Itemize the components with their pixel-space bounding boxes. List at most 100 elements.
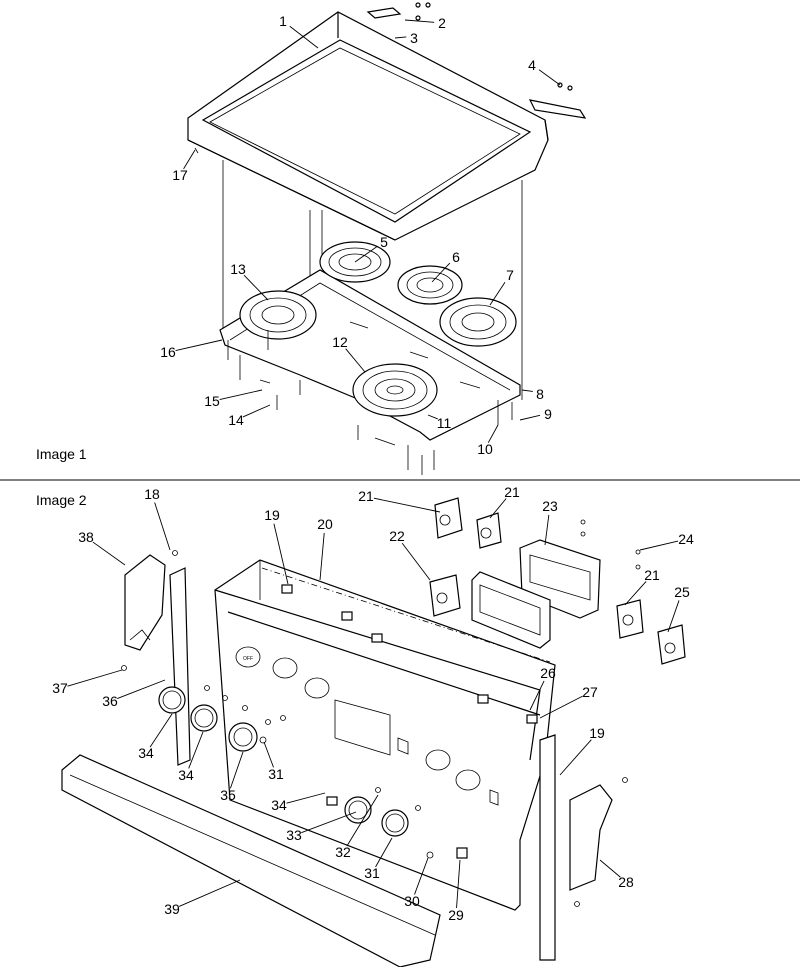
cooktop-glass xyxy=(187,11,549,241)
image2-callout-39: 39 xyxy=(164,901,180,917)
switch-21-b xyxy=(476,512,502,549)
image2-leader-28 xyxy=(599,859,621,878)
fasteners-1 xyxy=(194,147,513,475)
image2-leader-26 xyxy=(529,680,545,711)
knob-34-c[interactable] xyxy=(344,796,372,824)
image2-callout-34: 34 xyxy=(178,767,194,783)
image2-leader-32 xyxy=(346,794,379,847)
image1-leader-17 xyxy=(183,149,196,170)
image2-leader-21 xyxy=(489,498,507,519)
image1-leader-7 xyxy=(489,281,506,306)
image2-callout-32: 32 xyxy=(335,844,351,860)
image2-leader-33 xyxy=(301,811,357,834)
image1-callout-3: 3 xyxy=(410,30,418,46)
image1-leader-9 xyxy=(519,414,541,421)
image1-leader-6 xyxy=(431,262,451,283)
image2-leader-21 xyxy=(373,497,441,513)
image1-callout-16: 16 xyxy=(160,344,176,360)
image2-leader-24 xyxy=(639,540,679,551)
image1-leader-8 xyxy=(521,389,533,392)
image2-callout-21: 21 xyxy=(358,488,374,504)
image2-leader-19 xyxy=(273,523,289,585)
image1-callout-17: 17 xyxy=(172,167,188,183)
image2-leader-18 xyxy=(154,502,171,551)
image1-callout-9: 9 xyxy=(544,406,552,422)
image2-leader-34 xyxy=(188,731,204,769)
image2-callout-38: 38 xyxy=(78,529,94,545)
image2-caption: Image 2 xyxy=(36,492,87,508)
image1-leader-13 xyxy=(243,274,269,301)
element-13 xyxy=(239,290,317,340)
front-trim xyxy=(61,754,441,968)
image1-leader-12 xyxy=(345,348,366,373)
image2-leader-34 xyxy=(149,713,173,748)
image1-callout-6: 6 xyxy=(452,249,460,265)
image2-leader-29 xyxy=(456,859,461,909)
image2-callout-21: 21 xyxy=(644,567,660,583)
image2-leader-25 xyxy=(667,600,680,633)
backguard-panel xyxy=(214,559,556,911)
image1-leader-5 xyxy=(354,246,378,263)
panel-knob-marks: OFF xyxy=(235,646,481,791)
image1-callout-10: 10 xyxy=(477,441,493,457)
image2-callout-37: 37 xyxy=(52,680,68,696)
control-overlay xyxy=(471,571,551,649)
knob-36[interactable] xyxy=(228,722,258,752)
image2-leader-27 xyxy=(539,695,583,719)
image1-callout-13: 13 xyxy=(230,261,246,277)
image2-callout-30: 30 xyxy=(404,893,420,909)
knob-34-a[interactable] xyxy=(158,686,186,714)
side-bracket-right xyxy=(539,734,556,961)
image2-callout-34: 34 xyxy=(271,797,287,813)
image2-leader-31 xyxy=(263,741,274,768)
image2-leader-21 xyxy=(624,581,647,606)
bracket-top xyxy=(366,2,587,119)
image1-callout-4: 4 xyxy=(528,57,536,73)
switch-26 xyxy=(657,624,686,665)
image2-callout-36: 36 xyxy=(102,693,118,709)
image2-control-panel: OFF xyxy=(61,497,686,968)
image2-callout-34: 34 xyxy=(138,745,154,761)
image2-callout-25: 25 xyxy=(674,584,690,600)
image2-callout-35: 35 xyxy=(220,787,236,803)
image1-callout-5: 5 xyxy=(380,234,388,250)
image1-caption: Image 1 xyxy=(36,446,87,462)
image1-leader-3 xyxy=(394,36,407,39)
knob-32[interactable] xyxy=(381,809,409,837)
image1-leader-15 xyxy=(219,389,263,401)
image1-leader-10 xyxy=(487,424,499,443)
element-12 xyxy=(352,363,438,417)
image2-leader-39 xyxy=(178,879,241,907)
image2-callout-28: 28 xyxy=(618,874,634,890)
screws-2 xyxy=(121,519,641,907)
image2-callout-19: 19 xyxy=(264,507,280,523)
end-cap-right xyxy=(569,784,613,891)
image2-leader-20 xyxy=(319,532,325,581)
element-7 xyxy=(439,297,517,347)
image2-leader-22 xyxy=(401,542,431,581)
image1-leader-4 xyxy=(538,69,561,86)
image1-leader-11 xyxy=(427,414,438,420)
image2-callout-22: 22 xyxy=(389,528,405,544)
image2-leader-30 xyxy=(414,857,429,895)
image1-leader-14 xyxy=(242,404,271,418)
knob-text: OFF xyxy=(243,656,253,662)
image2-callout-24: 24 xyxy=(678,531,694,547)
image2-leader-35 xyxy=(229,751,244,789)
image1-leader-1 xyxy=(289,25,319,49)
image2-callout-29: 29 xyxy=(448,907,464,923)
image2-callout-26: 26 xyxy=(540,665,556,681)
switch-22 xyxy=(429,574,461,617)
knob-34-b[interactable] xyxy=(190,704,218,732)
image2-leader-31 xyxy=(375,837,393,868)
switch-21-a xyxy=(434,497,463,539)
image2-leader-38 xyxy=(92,541,126,566)
image2-callout-33: 33 xyxy=(286,827,302,843)
image2-leader-37 xyxy=(67,669,123,687)
image2-callout-18: 18 xyxy=(144,486,160,502)
image1-callout-15: 15 xyxy=(204,393,220,409)
image2-callout-21: 21 xyxy=(504,484,520,500)
